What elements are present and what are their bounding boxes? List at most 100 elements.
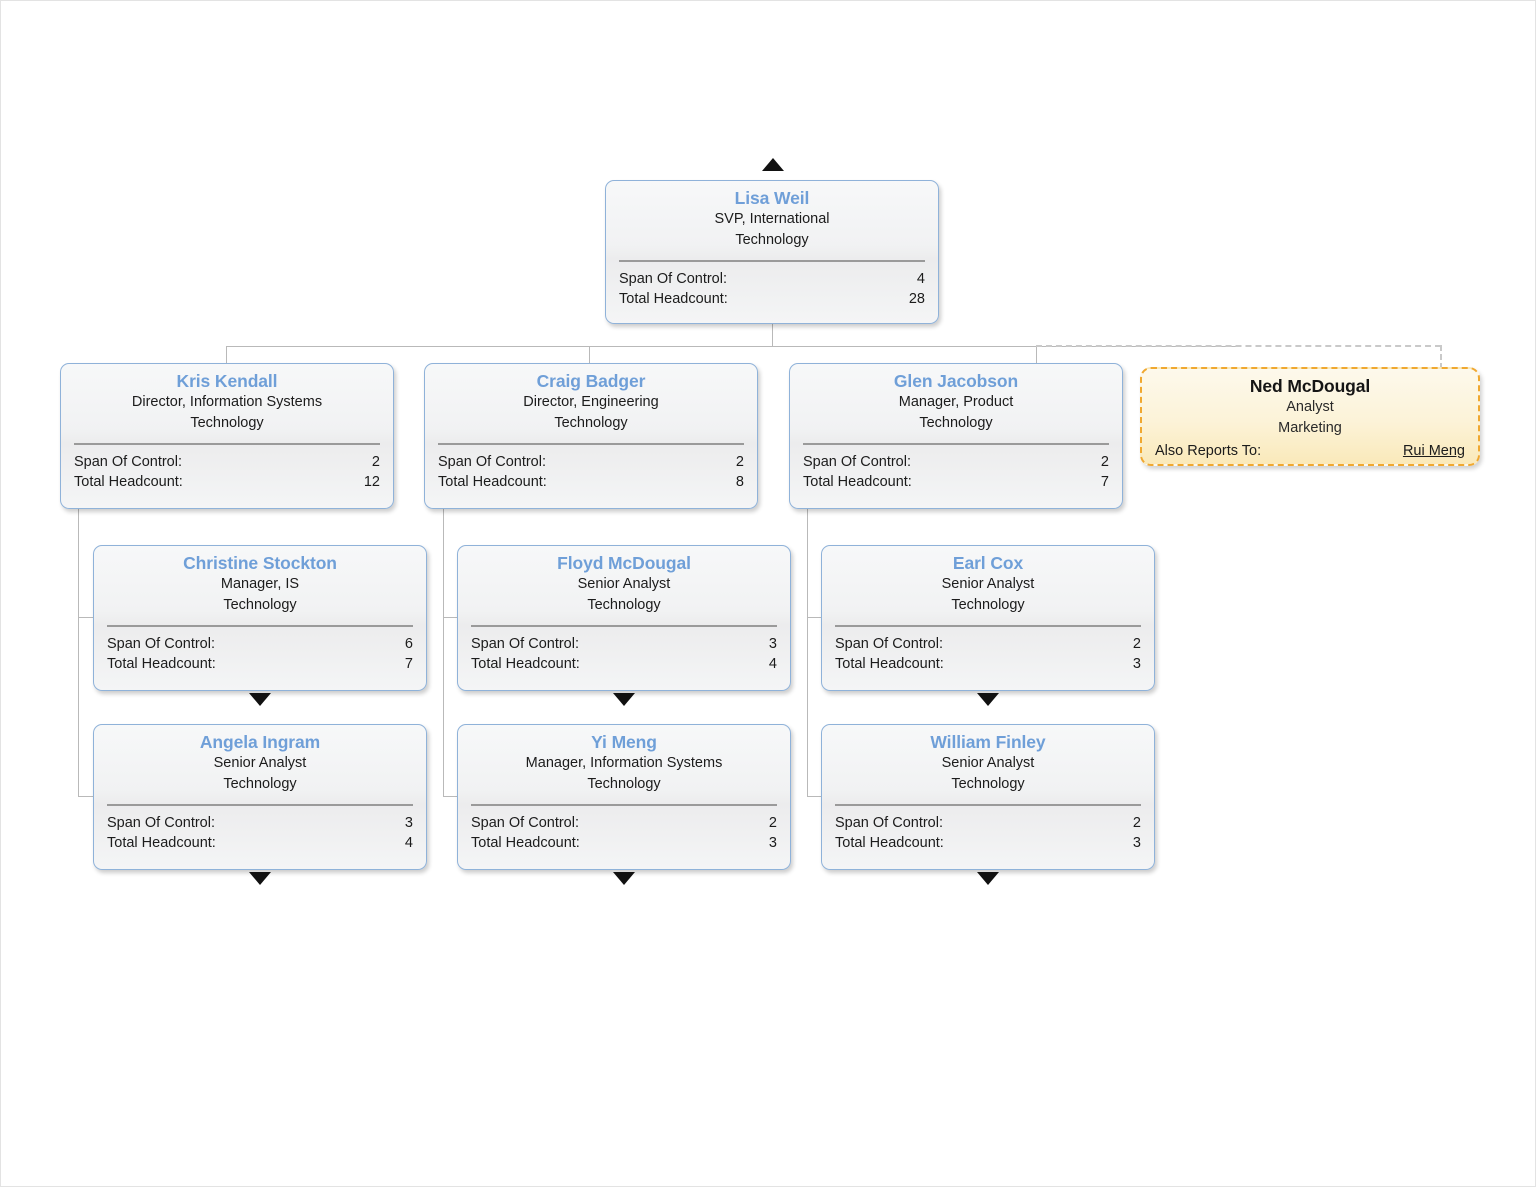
node-person-name: Angela Ingram bbox=[199, 732, 321, 752]
node-department: Technology bbox=[554, 414, 628, 431]
stat-value: 4 bbox=[916, 270, 925, 287]
expand-down-triangle-icon-floyd[interactable] bbox=[613, 693, 635, 706]
node-header: William Finley Senior Analyst Technology bbox=[822, 725, 1154, 801]
stat-label: Total Headcount: bbox=[835, 835, 944, 852]
stat-value: 2 bbox=[1132, 814, 1141, 831]
node-job-title: SVP, International bbox=[714, 211, 830, 228]
stat-label: Span Of Control: bbox=[438, 453, 546, 470]
also-reports-to-link[interactable]: Rui Meng bbox=[1402, 442, 1465, 459]
connector-dotted-ned-vertical bbox=[1440, 345, 1442, 369]
node-stats: Span Of Control: 2 Total Headcount: 12 bbox=[61, 445, 393, 501]
stat-label: Span Of Control: bbox=[74, 453, 182, 470]
node-person-name: Floyd McDougal bbox=[557, 553, 691, 573]
stat-value: 3 bbox=[768, 635, 777, 652]
connector-root-bus bbox=[226, 346, 1236, 347]
node-job-title: Analyst bbox=[1286, 399, 1334, 416]
connector-dotted-ned-horizontal bbox=[1036, 345, 1441, 347]
connector-stub-floyd bbox=[443, 617, 460, 618]
stat-label: Span Of Control: bbox=[107, 635, 215, 652]
org-node-christine-stockton[interactable]: Christine Stockton Manager, IS Technolog… bbox=[93, 545, 427, 691]
node-person-name: Ned McDougal bbox=[1249, 376, 1371, 396]
node-stats: Span Of Control: 6 Total Headcount: 7 bbox=[94, 627, 426, 683]
org-node-earl-cox[interactable]: Earl Cox Senior Analyst Technology Span … bbox=[821, 545, 1155, 691]
expand-down-triangle-icon-yi[interactable] bbox=[613, 872, 635, 885]
node-stats: Span Of Control: 2 Total Headcount: 3 bbox=[822, 806, 1154, 862]
stat-value: 4 bbox=[768, 656, 777, 673]
expand-down-triangle-icon-william[interactable] bbox=[977, 872, 999, 885]
node-person-name: Yi Meng bbox=[591, 732, 657, 752]
org-node-floyd-mcdougal[interactable]: Floyd McDougal Senior Analyst Technology… bbox=[457, 545, 791, 691]
stat-total-headcount: Total Headcount: 12 bbox=[74, 472, 380, 493]
node-header: Yi Meng Manager, Information Systems Tec… bbox=[458, 725, 790, 801]
node-header: Kris Kendall Director, Information Syste… bbox=[61, 364, 393, 440]
stat-span-of-control: Span Of Control: 3 bbox=[107, 813, 413, 834]
node-divider bbox=[438, 442, 744, 445]
node-stats: Span Of Control: 2 Total Headcount: 8 bbox=[425, 445, 757, 501]
stat-label: Total Headcount: bbox=[803, 474, 912, 491]
stat-label: Span Of Control: bbox=[835, 635, 943, 652]
node-header: Angela Ingram Senior Analyst Technology bbox=[94, 725, 426, 801]
stat-label: Total Headcount: bbox=[835, 656, 944, 673]
node-person-name: Lisa Weil bbox=[734, 188, 810, 208]
node-department: Marketing bbox=[1278, 419, 1342, 436]
stat-value: 28 bbox=[908, 291, 925, 308]
node-department: Technology bbox=[190, 414, 264, 431]
stat-value: 2 bbox=[1132, 635, 1141, 652]
node-person-name: Kris Kendall bbox=[176, 371, 278, 391]
node-divider bbox=[835, 803, 1141, 806]
node-job-title: Director, Engineering bbox=[523, 394, 659, 411]
stat-label: Also Reports To: bbox=[1155, 442, 1262, 459]
org-node-william-finley[interactable]: William Finley Senior Analyst Technology… bbox=[821, 724, 1155, 870]
org-node-angela-ingram[interactable]: Angela Ingram Senior Analyst Technology … bbox=[93, 724, 427, 870]
stat-value: 3 bbox=[768, 835, 777, 852]
connector-stub-william bbox=[807, 796, 824, 797]
node-department: Technology bbox=[223, 596, 297, 613]
node-department: Technology bbox=[587, 775, 661, 792]
expand-up-triangle-icon[interactable] bbox=[762, 158, 784, 171]
stat-value: 2 bbox=[768, 814, 777, 831]
stat-span-of-control: Span Of Control: 4 bbox=[619, 269, 925, 290]
expand-down-triangle-icon-earl[interactable] bbox=[977, 693, 999, 706]
stat-span-of-control: Span Of Control: 2 bbox=[438, 452, 744, 473]
org-node-yi-meng[interactable]: Yi Meng Manager, Information Systems Tec… bbox=[457, 724, 791, 870]
node-stats: Span Of Control: 2 Total Headcount: 7 bbox=[790, 445, 1122, 501]
stat-span-of-control: Span Of Control: 2 bbox=[803, 452, 1109, 473]
node-divider bbox=[74, 442, 380, 445]
node-department: Technology bbox=[735, 231, 809, 248]
connector-spine-craig bbox=[443, 509, 444, 797]
node-department: Technology bbox=[951, 775, 1025, 792]
node-header: Lisa Weil SVP, International Technology bbox=[606, 181, 938, 257]
connector-spine-glen bbox=[807, 509, 808, 797]
stat-value: 2 bbox=[735, 453, 744, 470]
stat-label: Span Of Control: bbox=[107, 814, 215, 831]
org-node-glen-jacobson[interactable]: Glen Jacobson Manager, Product Technolog… bbox=[789, 363, 1123, 509]
node-person-name: Earl Cox bbox=[952, 553, 1024, 573]
stat-span-of-control: Span Of Control: 2 bbox=[74, 452, 380, 473]
stat-label: Span Of Control: bbox=[471, 635, 579, 652]
org-node-ned-mcdougal[interactable]: Ned McDougal Analyst Marketing Also Repo… bbox=[1140, 367, 1480, 466]
org-node-kris-kendall[interactable]: Kris Kendall Director, Information Syste… bbox=[60, 363, 394, 509]
org-node-lisa-weil[interactable]: Lisa Weil SVP, International Technology … bbox=[605, 180, 939, 324]
stat-span-of-control: Span Of Control: 6 bbox=[107, 634, 413, 655]
node-divider bbox=[107, 803, 413, 806]
expand-down-triangle-icon-angela[interactable] bbox=[249, 872, 271, 885]
stat-label: Total Headcount: bbox=[471, 835, 580, 852]
node-job-title: Senior Analyst bbox=[941, 755, 1035, 772]
stat-total-headcount: Total Headcount: 3 bbox=[835, 654, 1141, 675]
node-stats: Span Of Control: 2 Total Headcount: 3 bbox=[822, 627, 1154, 683]
node-header: Floyd McDougal Senior Analyst Technology bbox=[458, 546, 790, 622]
connector-stub-earl bbox=[807, 617, 824, 618]
stat-total-headcount: Total Headcount: 4 bbox=[107, 833, 413, 854]
node-stats: Span Of Control: 3 Total Headcount: 4 bbox=[458, 627, 790, 683]
expand-down-triangle-icon-christine[interactable] bbox=[249, 693, 271, 706]
node-stats: Also Reports To: Rui Meng bbox=[1142, 441, 1478, 465]
stat-label: Total Headcount: bbox=[74, 474, 183, 491]
org-node-craig-badger[interactable]: Craig Badger Director, Engineering Techn… bbox=[424, 363, 758, 509]
stat-value: 3 bbox=[1132, 835, 1141, 852]
stat-total-headcount: Total Headcount: 7 bbox=[803, 472, 1109, 493]
node-department: Technology bbox=[587, 596, 661, 613]
stat-value: 12 bbox=[363, 474, 380, 491]
stat-value: 7 bbox=[1100, 474, 1109, 491]
connector-stub-angela bbox=[78, 796, 95, 797]
stat-value: 4 bbox=[404, 835, 413, 852]
